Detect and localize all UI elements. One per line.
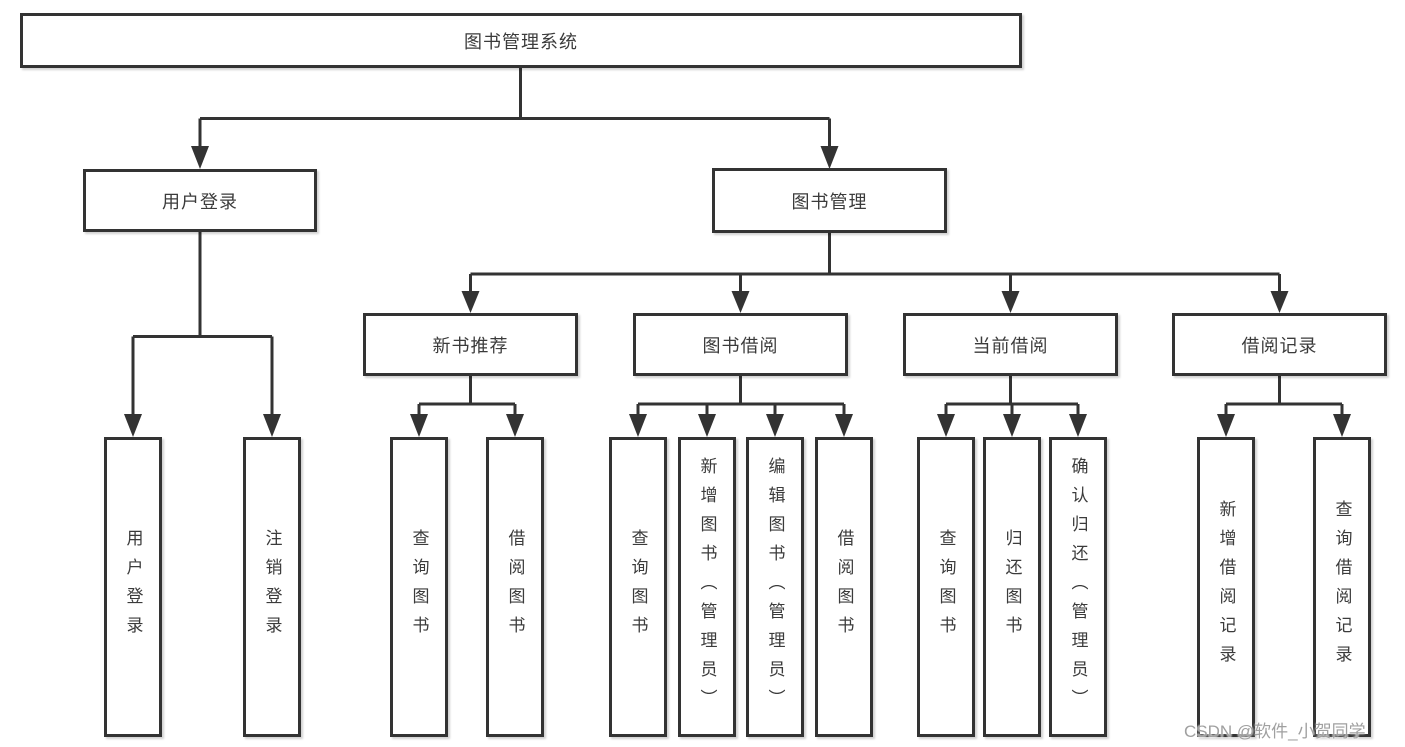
arrow-down-icon xyxy=(461,291,480,313)
arrow-down-icon xyxy=(1217,414,1235,437)
csdn-watermark: CSDN @软件_小贺同学 xyxy=(1184,722,1366,741)
arrow-down-icon xyxy=(835,414,853,437)
node-current-borrowing: 当前借阅 xyxy=(903,313,1118,376)
leaf-query-books-current: 查询图书 xyxy=(917,437,975,737)
leaf-query-books-current-label: 查询图书 xyxy=(936,529,956,645)
leaf-query-books-recommend: 查询图书 xyxy=(390,437,448,737)
leaf-logout: 注销登录 xyxy=(243,437,301,737)
arrow-down-icon xyxy=(629,414,647,437)
leaf-add-borrow-record-label: 新增借阅记录 xyxy=(1216,500,1236,674)
leaf-user-login: 用户登录 xyxy=(104,437,162,737)
leaf-borrow-books: 借阅图书 xyxy=(815,437,873,737)
node-library-management-system-label: 图书管理系统 xyxy=(464,31,578,52)
leaf-query-books-recommend-label: 查询图书 xyxy=(409,529,429,645)
arrow-down-icon xyxy=(1003,414,1021,437)
leaf-confirm-return-admin-label: 确认归还（管理员） xyxy=(1068,456,1088,718)
leaf-query-books-borrow: 查询图书 xyxy=(609,437,667,737)
leaf-edit-book-admin-label: 编辑图书（管理员） xyxy=(765,456,785,718)
arrow-down-icon xyxy=(698,414,716,437)
node-book-borrowing-label: 图书借阅 xyxy=(702,335,779,356)
arrow-down-icon xyxy=(1270,291,1289,313)
leaf-logout-label: 注销登录 xyxy=(262,529,282,645)
arrow-down-icon xyxy=(506,414,524,437)
arrow-down-icon xyxy=(1001,291,1020,313)
leaf-confirm-return-admin: 确认归还（管理员） xyxy=(1049,437,1107,737)
node-borrowing-records: 借阅记录 xyxy=(1172,313,1387,376)
node-book-borrowing: 图书借阅 xyxy=(633,313,848,376)
arrow-down-icon xyxy=(937,414,955,437)
leaf-query-borrow-record-label: 查询借阅记录 xyxy=(1332,500,1352,674)
arrow-down-icon xyxy=(410,414,428,437)
leaf-add-book-admin: 新增图书（管理员） xyxy=(678,437,736,737)
node-user-login: 用户登录 xyxy=(83,169,317,232)
leaf-borrow-books-recommend-label: 借阅图书 xyxy=(505,529,525,645)
arrow-down-icon xyxy=(263,414,281,437)
leaf-borrow-books-recommend: 借阅图书 xyxy=(486,437,544,737)
leaf-query-books-borrow-label: 查询图书 xyxy=(628,529,648,645)
leaf-add-borrow-record: 新增借阅记录 xyxy=(1197,437,1255,737)
node-book-management: 图书管理 xyxy=(712,168,947,233)
arrow-down-icon xyxy=(766,414,784,437)
arrow-down-icon xyxy=(820,146,839,169)
leaf-borrow-books-label: 借阅图书 xyxy=(834,529,854,645)
arrow-down-icon xyxy=(124,414,142,437)
arrow-down-icon xyxy=(731,291,750,313)
node-current-borrowing-label: 当前借阅 xyxy=(972,335,1049,356)
arrow-down-icon xyxy=(1069,414,1087,437)
leaf-return-book: 归还图书 xyxy=(983,437,1041,737)
leaf-user-login-label: 用户登录 xyxy=(123,529,143,645)
arrow-down-icon xyxy=(1333,414,1351,437)
arrow-down-icon xyxy=(191,146,209,169)
leaf-return-book-label: 归还图书 xyxy=(1002,529,1022,645)
leaf-query-borrow-record: 查询借阅记录 xyxy=(1313,437,1371,737)
node-book-management-label: 图书管理 xyxy=(791,191,868,212)
leaf-add-book-admin-label: 新增图书（管理员） xyxy=(697,456,717,718)
leaf-edit-book-admin: 编辑图书（管理员） xyxy=(746,437,804,737)
node-new-book-recommendation-label: 新书推荐 xyxy=(432,335,509,356)
node-user-login-label: 用户登录 xyxy=(162,191,238,212)
node-library-management-system: 图书管理系统 xyxy=(20,13,1022,68)
node-new-book-recommendation: 新书推荐 xyxy=(363,313,578,376)
node-borrowing-records-label: 借阅记录 xyxy=(1241,335,1318,356)
